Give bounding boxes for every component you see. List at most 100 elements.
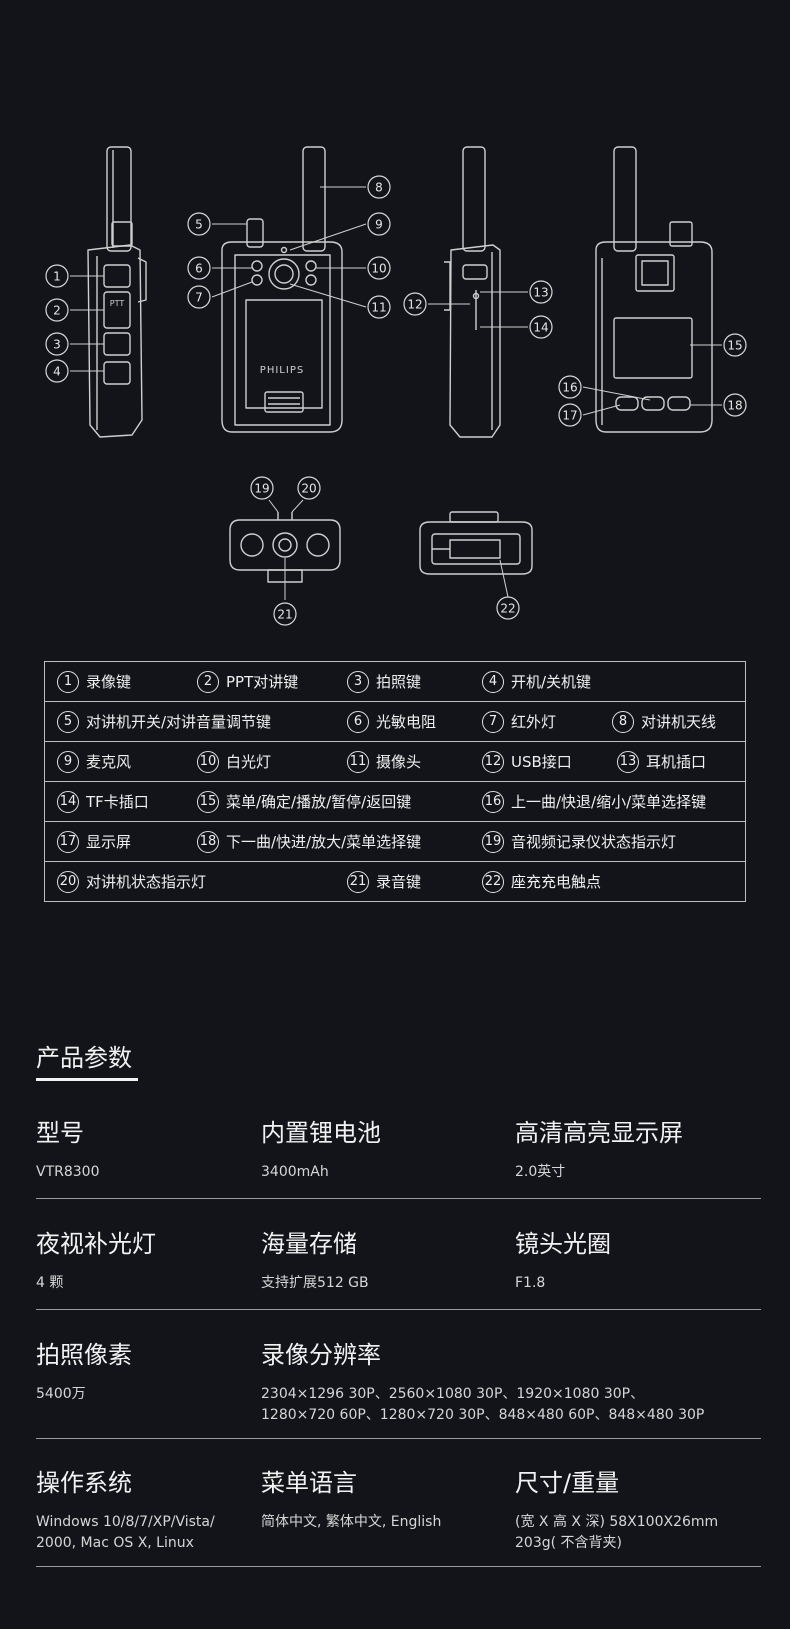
spec-label: 高清高亮显示屏	[515, 1119, 683, 1147]
callout-circle	[273, 602, 297, 626]
callout-marker: 18	[723, 393, 747, 417]
callout-circle	[403, 292, 427, 316]
legend-number: 6	[347, 710, 369, 733]
spec-screen: 高清高亮显示屏 2.0英寸	[515, 1113, 683, 1183]
legend-number: 1	[57, 670, 79, 693]
spec-value: 2.0英寸	[515, 1164, 566, 1180]
callout-circle	[529, 280, 553, 304]
spec-label: 尺寸/重量	[515, 1469, 620, 1497]
callout-circle	[187, 256, 211, 280]
legend-number: 22	[482, 870, 504, 893]
spec-storage: 海量存储 支持扩展512 GB	[261, 1224, 369, 1294]
legend-number: 8	[612, 710, 634, 733]
callout-number: 7	[195, 291, 203, 305]
legend-label: 红外灯	[511, 713, 557, 731]
callout-marker: 2	[45, 298, 69, 322]
spec-value: F1.8	[515, 1275, 546, 1291]
callout-circle	[558, 375, 582, 399]
spec-size-weight: 尺寸/重量 (宽 X 高 X 深) 58X100X26mm 203g( 不含背夹…	[515, 1463, 718, 1554]
spec-value: VTR8300	[36, 1164, 100, 1180]
legend-label: 显示屏	[86, 833, 132, 851]
spec-label: 操作系统	[36, 1469, 132, 1497]
spec-fill-light: 夜视补光灯 4 颗	[36, 1224, 156, 1294]
legend-number: 7	[482, 710, 504, 733]
legend-number: 12	[482, 750, 504, 773]
callout-number: 17	[562, 409, 577, 423]
legend-number: 21	[347, 870, 369, 893]
legend-label: 拍照键	[376, 673, 422, 691]
legend-number: 18	[197, 830, 219, 853]
callout-marker: 16	[558, 375, 582, 399]
spec-model: 型号 VTR8300	[36, 1113, 100, 1183]
legend-number: 10	[197, 750, 219, 773]
callout-number: 11	[371, 301, 386, 315]
legend-label: 摄像头	[376, 753, 422, 771]
legend-label: 音视频记录仪状态指示灯	[511, 833, 677, 851]
legend-number: 5	[57, 710, 79, 733]
legend-label: 对讲机开关/对讲音量调节键	[86, 713, 272, 731]
legend-label: 录音键	[376, 873, 422, 891]
spec-value: 支持扩展512 GB	[261, 1275, 369, 1291]
callout-circle	[187, 285, 211, 309]
callout-number: 21	[277, 608, 292, 622]
callout-circle	[558, 403, 582, 427]
params-section-title: 产品参数	[36, 1044, 132, 1072]
callout-number: 10	[371, 262, 386, 276]
legend-label: 录像键	[86, 673, 132, 691]
spec-label: 型号	[36, 1119, 84, 1147]
spec-label: 菜单语言	[261, 1469, 357, 1497]
callout-number: 20	[301, 482, 316, 496]
legend-label: 上一曲/快退/缩小/菜单选择键	[511, 793, 707, 811]
callout-marker: 6	[187, 256, 211, 280]
spec-battery: 内置锂电池 3400mAh	[261, 1113, 381, 1183]
legend-label: 耳机插口	[646, 753, 707, 771]
callout-number: 19	[254, 482, 269, 496]
legend-number: 17	[57, 830, 79, 853]
legend-number: 20	[57, 870, 79, 893]
spec-os: 操作系统 Windows 10/8/7/XP/Vista/ 2000, Mac …	[36, 1463, 215, 1554]
legend-number: 3	[347, 670, 369, 693]
spec-row: 夜视补光灯 4 颗 海量存储 支持扩展512 GB 镜头光圈 F1.8	[36, 1224, 761, 1310]
callout-number: 2	[53, 304, 61, 318]
callout-number: 5	[195, 218, 203, 232]
legend-number: 16	[482, 790, 504, 813]
callout-circle	[723, 393, 747, 417]
callout-number: 1	[53, 270, 61, 284]
callout-marker: 14	[529, 315, 553, 339]
legend-label: 光敏电阻	[376, 713, 437, 731]
callout-number: 14	[533, 321, 548, 335]
callout-circle	[367, 212, 391, 236]
callout-circle	[367, 295, 391, 319]
callout-circle	[45, 332, 69, 356]
callout-number: 6	[195, 262, 203, 276]
callout-marker: 3	[45, 332, 69, 356]
callout-number: 4	[53, 365, 61, 379]
spec-value-line: 1280×720 60P、1280×720 30P、848×480 60P、84…	[261, 1407, 705, 1423]
callout-number: 8	[375, 181, 383, 195]
legend-number: 4	[482, 670, 504, 693]
callout-circle	[367, 175, 391, 199]
legend-label: TF卡插口	[86, 793, 149, 811]
callout-marker: 19	[250, 476, 274, 500]
legend-label: 菜单/确定/播放/暂停/返回键	[226, 793, 412, 811]
callout-marker: 21	[273, 602, 297, 626]
legend-item: 21 录音键	[335, 862, 470, 901]
device-side-view-left	[87, 146, 147, 438]
callout-marker: 10	[367, 256, 391, 280]
spec-value: (宽 X 高 X 深) 58X100X26mm 203g( 不含背夹)	[515, 1512, 718, 1554]
